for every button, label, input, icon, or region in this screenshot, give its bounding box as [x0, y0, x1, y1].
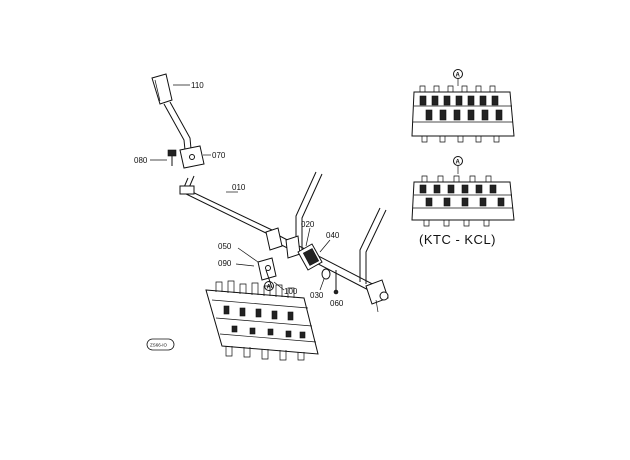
callout-080: 080: [134, 156, 148, 165]
callout-040: 040: [326, 231, 340, 240]
shaft-end-block: [365, 279, 389, 313]
svg-text:ZS66-IO: ZS66-IO: [150, 343, 168, 348]
callout-030: 030: [310, 291, 324, 300]
control-valve-variant-top: [411, 78, 515, 143]
linkage-rod: [179, 175, 273, 235]
callout-090: 090: [218, 259, 232, 268]
drawing-stamp: ZS66-IO: [146, 338, 175, 351]
callout-070: 070: [212, 151, 226, 160]
control-valve-variant-bottom: [411, 166, 515, 227]
lever-bracket: [179, 145, 211, 169]
pin: [333, 270, 339, 295]
lever-knob: [151, 73, 190, 105]
callout-020: 020: [301, 220, 315, 229]
bolt: [150, 149, 177, 166]
svg-text:A: A: [456, 160, 461, 166]
svg-text:A: A: [267, 285, 272, 291]
ref-marker-top: A: [453, 69, 463, 79]
variant-label: (KTC - KCL): [419, 232, 496, 247]
shaft-block: [265, 227, 301, 259]
upper-lever-left: [295, 171, 323, 250]
control-valve-main: [205, 280, 319, 361]
svg-text:A: A: [456, 73, 461, 79]
washer: [319, 268, 331, 291]
callout-010: 010: [232, 183, 246, 192]
ref-marker-bottom: A: [453, 156, 463, 166]
callout-110: 110: [191, 81, 204, 90]
callout-100: 100: [284, 287, 298, 296]
callout-050: 050: [218, 242, 232, 251]
callout-060: 060: [330, 299, 344, 308]
upper-lever-right: [359, 207, 387, 284]
shaft-collar: [297, 227, 331, 271]
